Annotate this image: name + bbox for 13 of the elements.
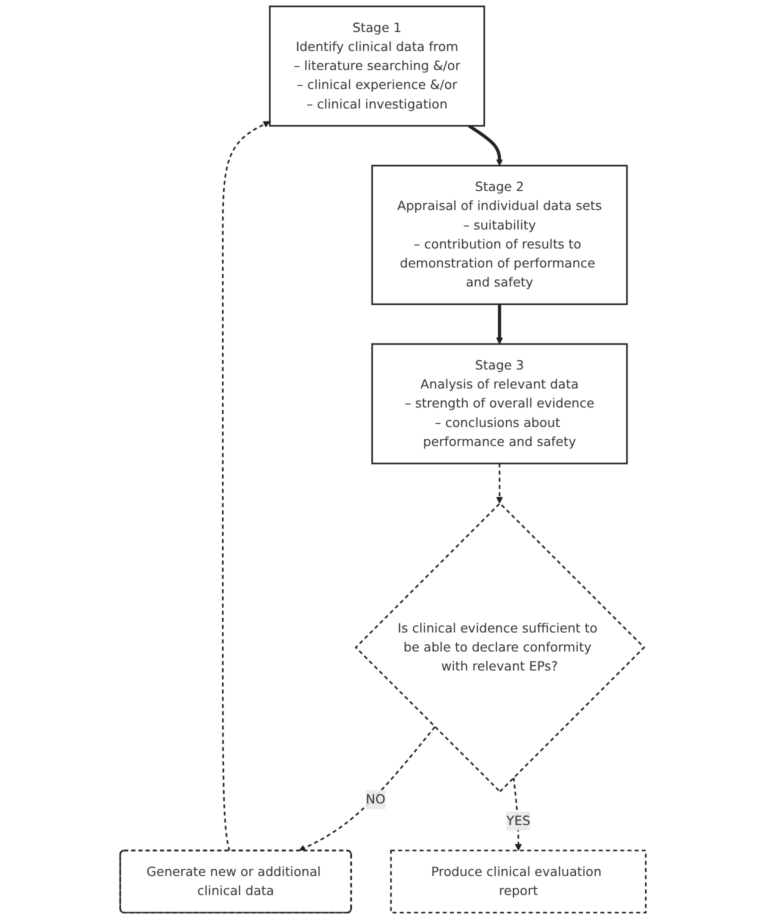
- node-diamond: Is clinical evidence sufficient to be able to declare conformity with relevant EPs?: [354, 502, 645, 793]
- node-box: Stage 2 Appraisal of individual data sets – suitability – contribution of results to demonstration of performance and safety: [370, 164, 628, 305]
- edge-label: YES: [506, 813, 530, 828]
- edge-label: NO: [365, 792, 385, 807]
- arrow: [222, 121, 270, 852]
- arrow: [496, 304, 503, 344]
- arrow: [298, 726, 435, 852]
- node-box: Stage 3 Analysis of relevant data – strength of overall evidence – conclusions about performance and safety: [370, 343, 628, 464]
- arrow: [496, 463, 503, 504]
- arrow: [512, 777, 522, 851]
- node-box: Stage 1 Identify clinical data from – literature searching &/or – clinical experience &/or – clinical investigation: [268, 6, 485, 127]
- node-box: Produce clinical evaluation report: [390, 850, 646, 914]
- arrow: [468, 124, 503, 166]
